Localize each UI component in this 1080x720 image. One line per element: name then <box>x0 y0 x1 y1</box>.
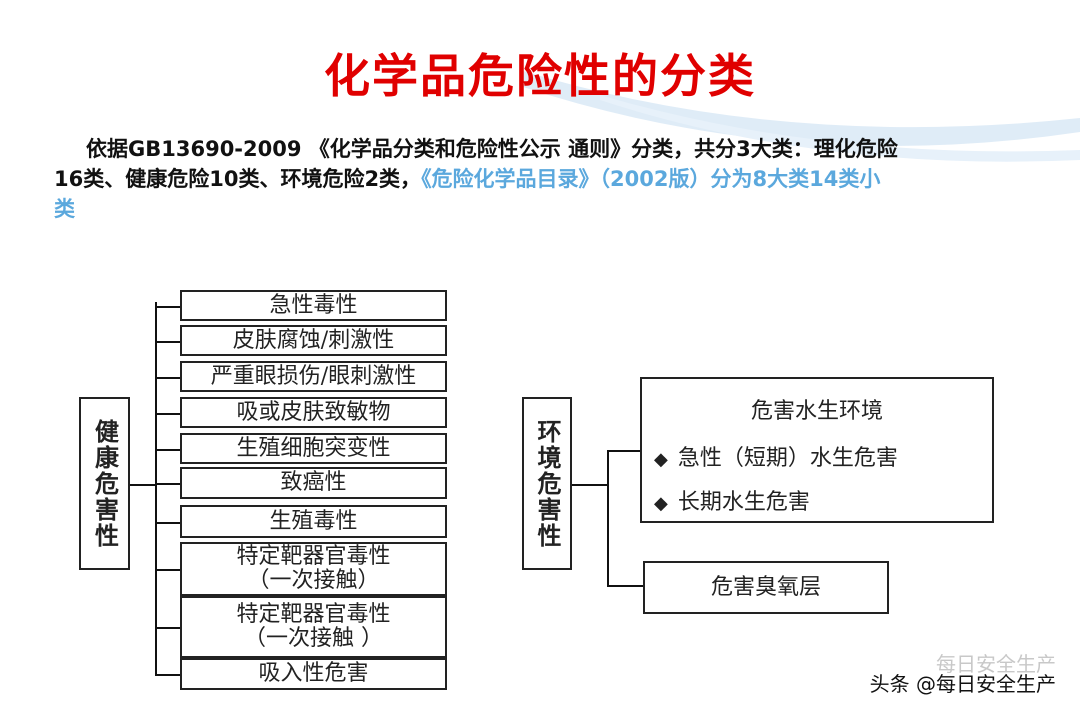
health-branch-line <box>155 569 180 571</box>
intro-line-2-black: 16类、健康危险10类、环境危险2类， <box>54 167 422 191</box>
health-item-box: 致癌性 <box>180 467 447 499</box>
health-connector-stub <box>129 484 156 486</box>
health-branch-line <box>155 449 180 451</box>
health-branch-line <box>155 522 180 524</box>
health-branch-line <box>155 341 180 343</box>
env-connector-trunk <box>607 450 609 586</box>
page-title: 化学品危险性的分类 <box>324 49 756 103</box>
ozone-layer-box: 危害臭氧层 <box>643 561 889 614</box>
environment-hazard-box: 环境危害性 <box>522 397 572 570</box>
intro-paragraph: 依据GB13690-2009 《化学品分类和危险性公示 通则》分类，共分3大类：… <box>54 134 1044 224</box>
aquatic-item-label: 长期水生危害 <box>677 490 810 515</box>
health-item-label: 严重眼损伤/眼刺激性 <box>210 363 417 389</box>
env-connector-stub <box>570 484 608 486</box>
intro-line-1: 依据GB13690-2009 《化学品分类和危险性公示 通则》分类，共分3大类：… <box>86 137 898 161</box>
health-item-label: 生殖细胞突变性 <box>236 435 391 461</box>
health-item-label: 生殖毒性 <box>269 508 358 534</box>
health-item-label: 急性毒性 <box>269 292 358 318</box>
health-branch-line <box>155 483 180 485</box>
intro-line-3: 类 <box>54 197 75 221</box>
watermark-faint: 每日安全生产 <box>936 652 1056 676</box>
intro-line-2-blue: 《危险化学品目录》（2002版）分为8大类14类小 <box>421 167 881 191</box>
aquatic-item-acute: ◆ 急性（短期）水生危害 <box>654 440 898 472</box>
health-item-label: 吸入性危害 <box>258 661 369 686</box>
health-branch-line <box>155 413 180 415</box>
health-item-label: 特定靶器官毒性 <box>236 544 391 569</box>
health-item-label: 特定靶器官毒性 <box>236 602 391 627</box>
aquatic-item-chronic: ◆ 长期水生危害 <box>654 484 810 516</box>
aquatic-title: 危害水生环境 <box>750 399 883 424</box>
health-item-box: 严重眼损伤/眼刺激性 <box>180 361 447 392</box>
health-item-label: 吸或皮肤致敏物 <box>236 399 391 425</box>
health-branch-line <box>155 377 180 379</box>
health-hazard-box: 健康危害性 <box>79 397 130 570</box>
aquatic-environment-box: 危害水生环境 ◆ 急性（短期）水生危害 ◆ 长期水生危害 <box>640 377 994 523</box>
health-item-box: 吸入性危害 <box>180 658 447 690</box>
health-item-box: 皮肤腐蚀/刺激性 <box>180 325 447 356</box>
health-branch-line <box>155 674 180 676</box>
health-item-sublabel: （一次接触 ） <box>244 626 383 651</box>
diamond-bullet-icon: ◆ <box>654 493 668 514</box>
health-item-box: 生殖细胞突变性 <box>180 433 447 464</box>
health-branch-line <box>155 627 180 629</box>
health-item-box: 吸或皮肤致敏物 <box>180 397 447 428</box>
health-branch-line <box>155 306 180 308</box>
watermark: 头条 @每日安全生产 <box>869 672 1056 696</box>
health-item-box: 特定靶器官毒性（一次接触 ） <box>180 596 447 658</box>
intro-line-2: 16类、健康危险10类、环境危险2类，《危险化学品目录》（2002版）分为8大类… <box>54 164 1044 194</box>
aquatic-item-label: 急性（短期）水生危害 <box>677 446 898 471</box>
health-item-box: 生殖毒性 <box>180 505 447 538</box>
env-branch-aquatic <box>607 450 641 452</box>
health-connector-trunk <box>155 302 157 674</box>
env-branch-ozone <box>607 585 644 587</box>
health-item-sublabel: （一次接触） <box>247 568 380 593</box>
health-item-box: 特定靶器官毒性（一次接触） <box>180 542 447 596</box>
diamond-bullet-icon: ◆ <box>654 449 668 470</box>
health-item-box: 急性毒性 <box>180 290 447 321</box>
health-item-label: 致癌性 <box>280 470 347 495</box>
health-item-label: 皮肤腐蚀/刺激性 <box>232 327 395 353</box>
